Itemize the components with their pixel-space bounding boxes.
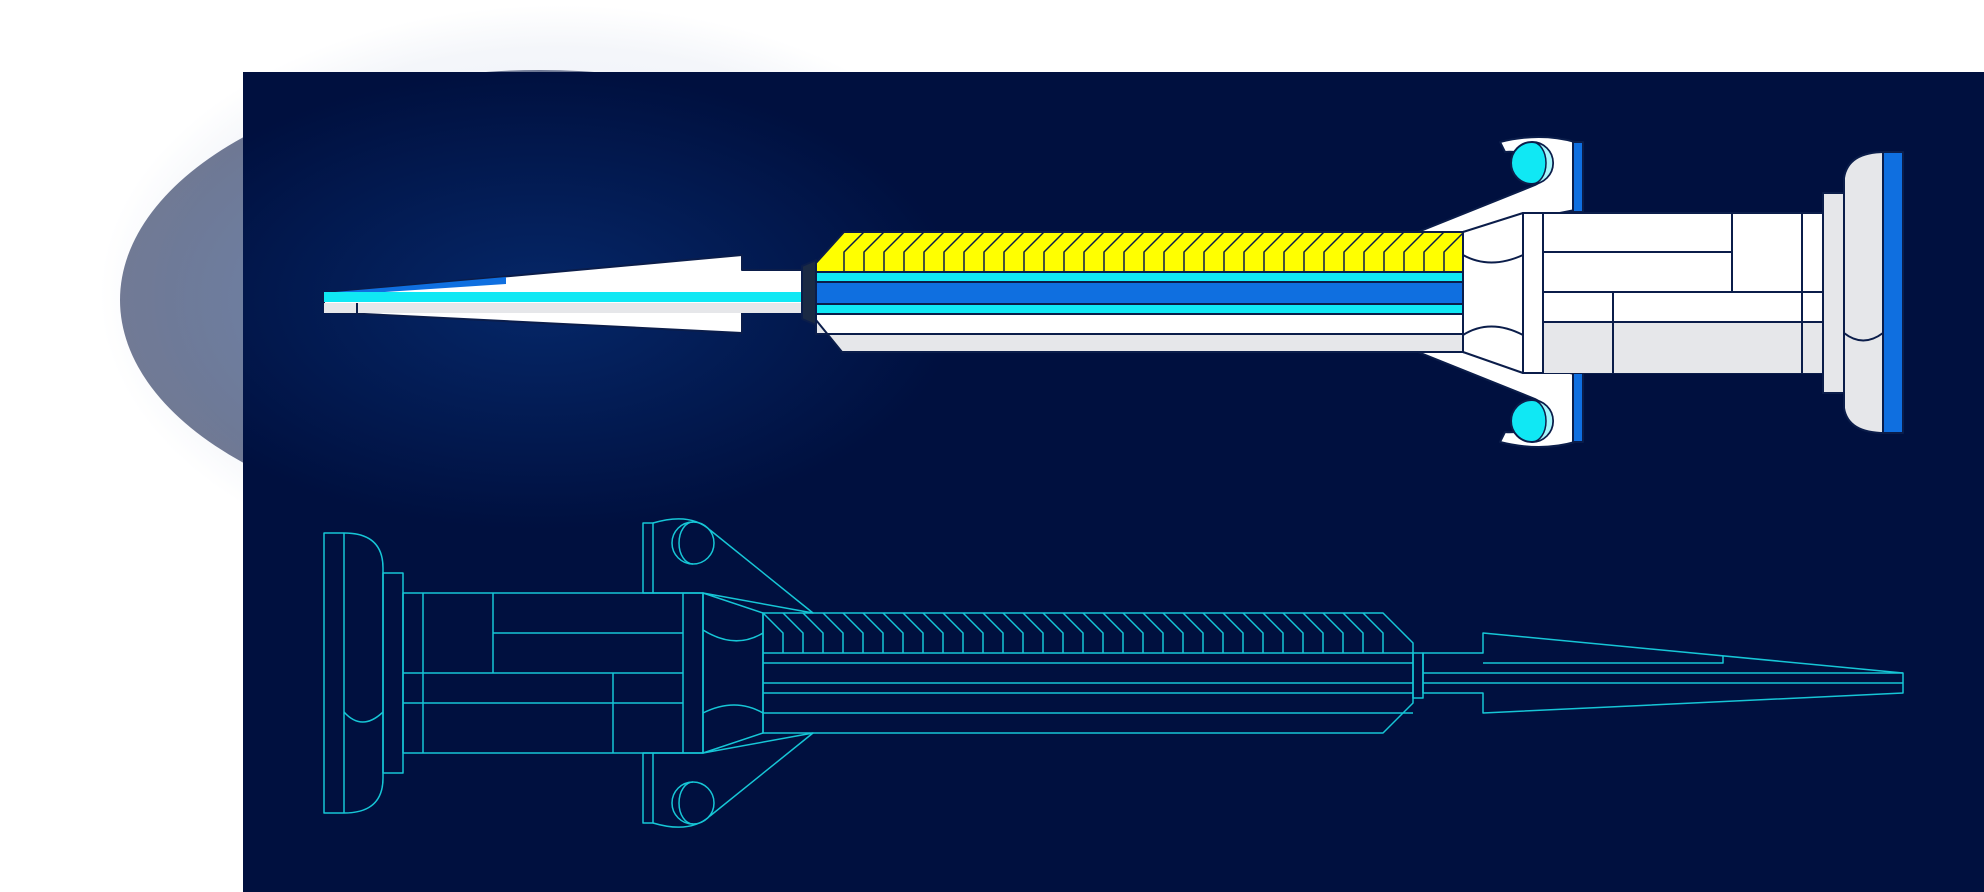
blueprint-graduation-mark xyxy=(1262,612,1284,653)
thumb-rest-blue xyxy=(1882,151,1904,434)
blueprint-graduation-mark xyxy=(862,612,884,653)
graduation-mark xyxy=(883,231,905,272)
blueprint-graduation-mark xyxy=(942,612,964,653)
plunger-collar xyxy=(1822,192,1845,394)
graduation-mark xyxy=(1443,231,1465,272)
blueprint-graduation-mark xyxy=(1122,612,1144,653)
graduation-mark xyxy=(1303,231,1325,272)
barrel-cyan-band-1 xyxy=(815,271,1464,283)
needle-cyan-line xyxy=(324,292,804,302)
blueprint-graduation-mark xyxy=(1322,612,1344,653)
graduation-mark xyxy=(1183,231,1205,272)
barrel-white-band xyxy=(815,313,1464,335)
needle-light-line xyxy=(324,303,804,313)
blueprint-graduation-mark xyxy=(1342,612,1364,653)
graduation-mark xyxy=(1403,231,1425,272)
graduation-mark xyxy=(1203,231,1225,272)
graduation-mark xyxy=(1323,231,1345,272)
plunger-rod-shade xyxy=(1543,322,1823,373)
flange-blue-bar-top xyxy=(1572,141,1584,213)
graduation-marks xyxy=(843,231,1465,272)
blueprint-graduation-mark xyxy=(1062,612,1084,653)
blueprint-graduation-mark xyxy=(1222,612,1244,653)
graduation-mark xyxy=(1423,231,1445,272)
blueprint-graduation-mark xyxy=(1242,612,1264,653)
graduation-mark xyxy=(1123,231,1145,272)
graduation-mark xyxy=(903,231,925,272)
blueprint-graduation-mark xyxy=(922,612,944,653)
flange-blue-bar-bottom xyxy=(1572,371,1584,443)
colored-syringe xyxy=(323,136,1904,448)
blueprint-graduation-mark xyxy=(962,612,984,653)
blueprint-graduation-mark xyxy=(762,612,784,653)
graduation-mark xyxy=(1263,231,1285,272)
graduation-mark xyxy=(983,231,1005,272)
needle xyxy=(323,254,804,334)
blueprint-graduation-mark xyxy=(1162,612,1184,653)
barrel xyxy=(815,231,1465,353)
graduation-mark xyxy=(943,231,965,272)
graduation-mark xyxy=(1083,231,1105,272)
blueprint-graduation-marks xyxy=(762,612,1384,653)
graduation-mark xyxy=(1063,231,1085,272)
blueprint-graduation-mark xyxy=(782,612,804,653)
blueprint-graduation-mark xyxy=(1022,612,1044,653)
blueprint-graduation-mark xyxy=(1302,612,1324,653)
blueprint-graduation-mark xyxy=(1082,612,1104,653)
graduation-mark xyxy=(1363,231,1385,272)
graduation-mark xyxy=(1143,231,1165,272)
barrel-blue-band xyxy=(815,281,1464,305)
blueprint-graduation-mark xyxy=(1282,612,1304,653)
barrel-tip-collar xyxy=(801,259,817,326)
graduation-mark xyxy=(1103,231,1125,272)
blueprint-needle xyxy=(1422,632,1904,714)
graduation-mark xyxy=(1343,231,1365,272)
blueprint-graduation-mark xyxy=(982,612,1004,653)
blueprint-flange xyxy=(642,518,814,828)
graduation-mark xyxy=(863,231,885,272)
finger-flange xyxy=(1417,136,1584,448)
blueprint-syringe xyxy=(323,518,1904,828)
needle-blue-stripe xyxy=(324,277,506,296)
blueprint-graduation-mark xyxy=(1142,612,1164,653)
graduation-mark xyxy=(1383,231,1405,272)
blueprint-graduation-mark xyxy=(1362,612,1384,653)
blueprint-graduation-mark xyxy=(1002,612,1024,653)
graduation-mark xyxy=(1223,231,1245,272)
blueprint-barrel xyxy=(762,612,1424,734)
graduation-mark xyxy=(1163,231,1185,272)
blueprint-graduation-mark xyxy=(902,612,924,653)
blueprint-graduation-mark xyxy=(1182,612,1204,653)
graduation-mark xyxy=(1243,231,1265,272)
barrel-yellow-top xyxy=(815,231,1464,273)
blueprint-graduation-mark xyxy=(882,612,904,653)
blueprint-graduation-mark xyxy=(802,612,824,653)
graduation-mark xyxy=(1043,231,1065,272)
blueprint-graduation-mark xyxy=(1202,612,1224,653)
graduation-mark xyxy=(1003,231,1025,272)
blueprint-graduation-mark xyxy=(842,612,864,653)
blueprint-plunger-rod xyxy=(402,592,704,754)
graduation-mark xyxy=(1283,231,1305,272)
graduation-mark xyxy=(923,231,945,272)
barrel-cyan-band-2 xyxy=(815,303,1464,315)
graduation-mark xyxy=(1023,231,1045,272)
graduation-mark xyxy=(963,231,985,272)
blueprint-graduation-mark xyxy=(822,612,844,653)
graduation-mark xyxy=(843,231,865,272)
blueprint-graduation-mark xyxy=(1102,612,1124,653)
blueprint-graduation-mark xyxy=(1042,612,1064,653)
plunger xyxy=(1462,151,1904,434)
